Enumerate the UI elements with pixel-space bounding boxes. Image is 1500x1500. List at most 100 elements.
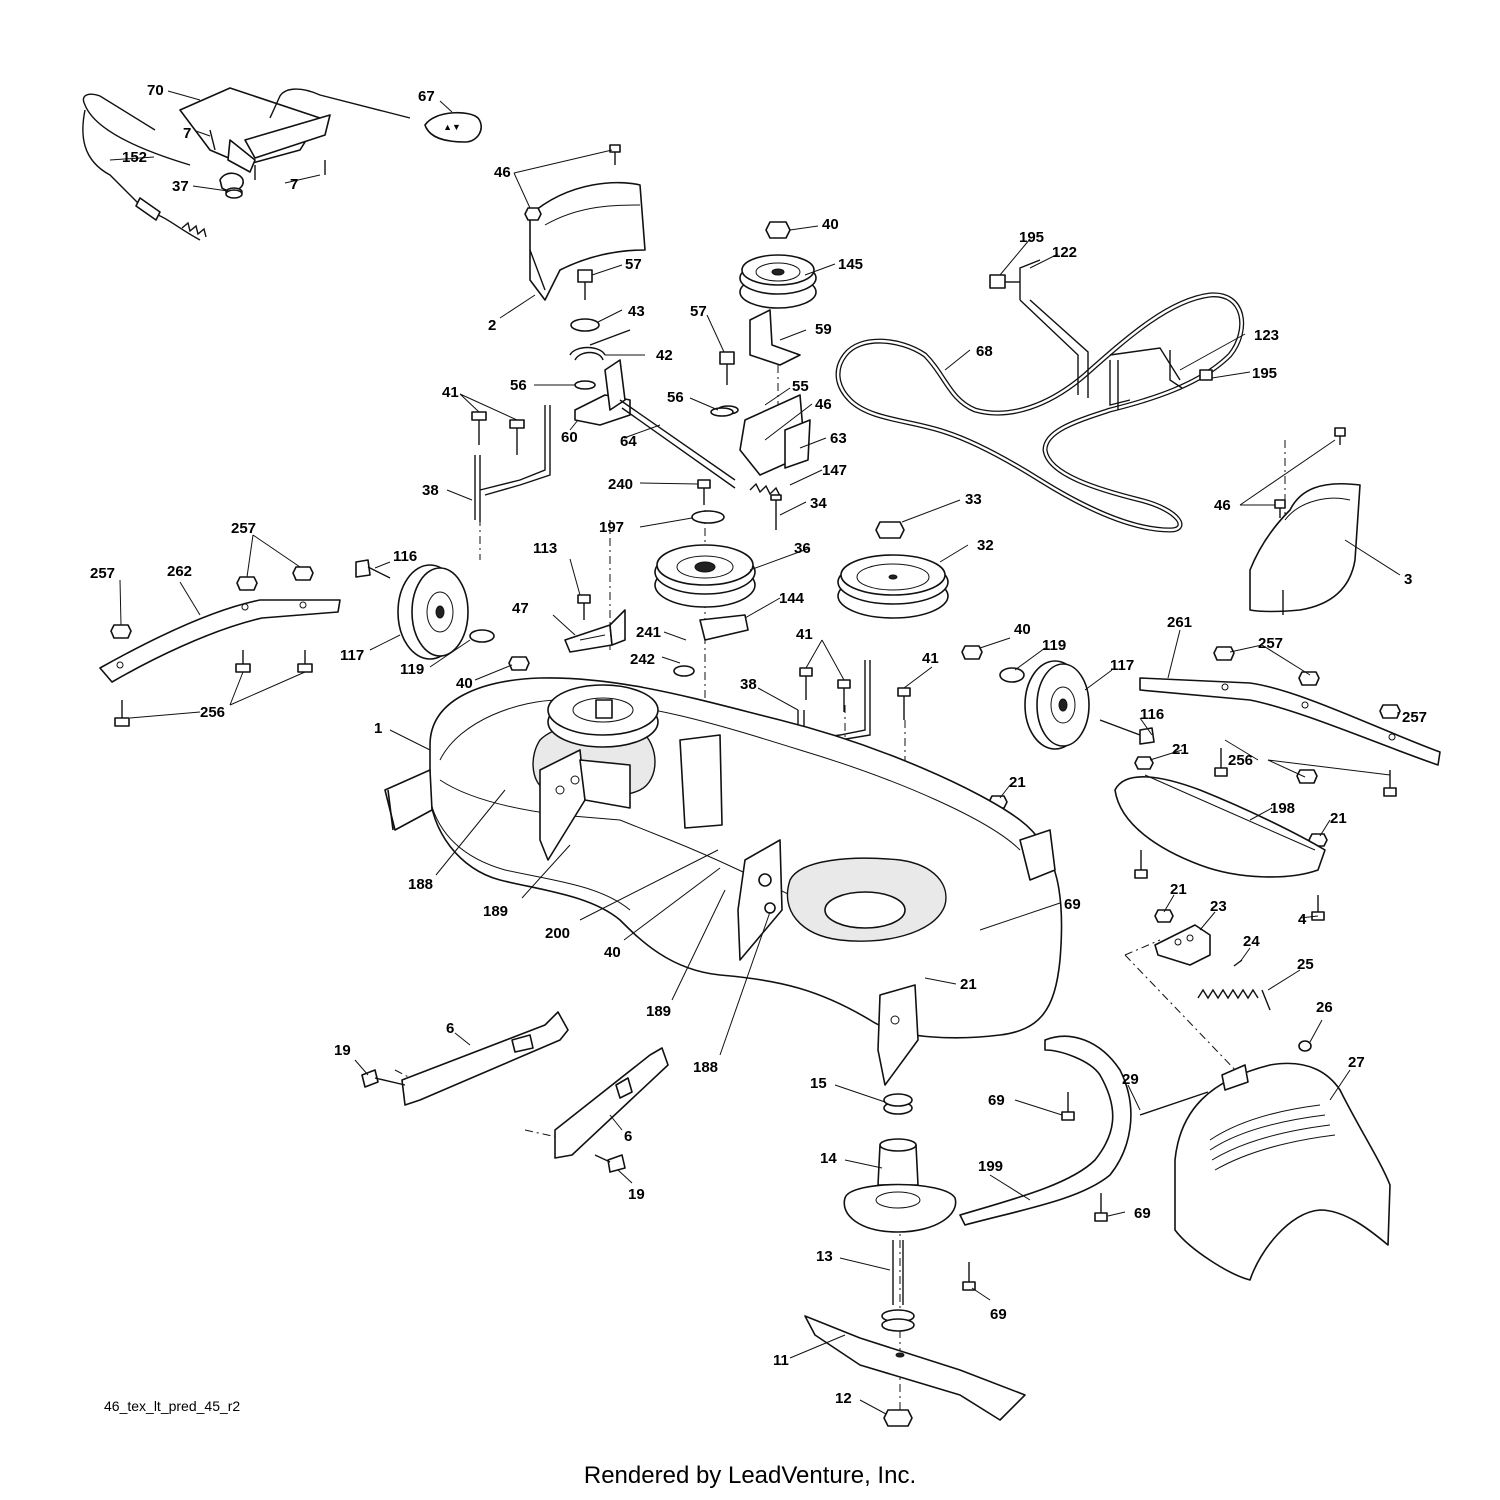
callout-60: 60 [561, 429, 578, 446]
callout-257: 257 [1402, 709, 1427, 726]
belt-cover-left [529, 181, 646, 301]
callout-64: 64 [620, 433, 637, 450]
lift-arm-upper [361, 1011, 569, 1106]
callout-34: 34 [810, 495, 827, 512]
callout-36: 36 [794, 540, 811, 557]
callout-7: 7 [290, 176, 298, 193]
leader-lines [109, 90, 1401, 1415]
callout-55: 55 [792, 378, 809, 395]
spring-25 [1197, 988, 1271, 1011]
lift-cable-assembly [82, 87, 411, 241]
callout-19: 19 [334, 1042, 351, 1059]
stabilizer-bar-262 [99, 599, 341, 683]
callout-24: 24 [1243, 933, 1260, 950]
callout-240: 240 [608, 476, 633, 493]
callout-197: 197 [599, 519, 624, 536]
callout-241: 241 [636, 624, 661, 641]
callout-144: 144 [779, 590, 805, 607]
callout-21: 21 [1170, 881, 1187, 898]
pulley-32 [837, 554, 949, 619]
belt-guides [989, 259, 1213, 410]
callout-3: 3 [1404, 571, 1412, 588]
callout-70: 70 [147, 82, 164, 99]
callout-69: 69 [1134, 1205, 1151, 1222]
callout-27: 27 [1348, 1054, 1365, 1071]
callout-11: 11 [773, 1352, 789, 1369]
callout-116: 116 [393, 548, 417, 565]
callout-69: 69 [988, 1092, 1005, 1109]
callout-56: 56 [510, 377, 527, 394]
callout-195: 195 [1019, 229, 1044, 246]
callout-23: 23 [1210, 898, 1227, 915]
callout-40: 40 [1014, 621, 1031, 638]
callout-257: 257 [90, 565, 115, 582]
gauge-wheel-right [1024, 660, 1155, 750]
callout-21: 21 [1172, 741, 1189, 758]
callout-188: 188 [693, 1059, 718, 1076]
callout-40: 40 [604, 944, 621, 961]
callout-46: 46 [494, 164, 511, 181]
callout-7: 7 [183, 125, 191, 142]
handle-grip: ▲▼ [424, 111, 482, 143]
callout-labels: 70 67 7 152 37 7 46 2 40 145 57 43 42 56… [90, 82, 1427, 1407]
deck-rear-bracket [877, 984, 919, 1086]
callout-21: 21 [1330, 810, 1347, 827]
callout-117: 117 [340, 647, 364, 664]
callout-6: 6 [624, 1128, 632, 1145]
callout-256: 256 [200, 704, 225, 721]
drive-belt [835, 292, 1245, 533]
callout-40: 40 [822, 216, 839, 233]
callout-41: 41 [442, 384, 459, 401]
callout-117: 117 [1110, 657, 1134, 674]
callout-38: 38 [422, 482, 439, 499]
callout-57: 57 [625, 256, 642, 273]
callout-147: 147 [822, 462, 847, 479]
bracket-47 [564, 609, 626, 653]
callout-119: 119 [400, 661, 424, 678]
spindle-assembly [843, 1093, 957, 1332]
callout-242: 242 [630, 651, 655, 668]
callout-6: 6 [446, 1020, 454, 1037]
callout-2: 2 [488, 317, 496, 334]
callout-15: 15 [810, 1075, 827, 1092]
callout-113: 113 [533, 540, 557, 557]
callout-123: 123 [1254, 327, 1279, 344]
stabilizer-bar-261 [1139, 677, 1441, 766]
callout-122: 122 [1052, 244, 1077, 261]
callout-59: 59 [815, 321, 832, 338]
callout-257: 257 [1258, 635, 1283, 652]
deflector-bracket-23 [1154, 924, 1211, 966]
baffle-198 [1114, 774, 1326, 878]
idler-pulley-145 [739, 221, 817, 309]
callout-195: 195 [1252, 365, 1277, 382]
callout-188: 188 [408, 876, 433, 893]
cutting-blade [804, 1315, 1026, 1421]
callout-37: 37 [172, 178, 189, 195]
callout-21: 21 [960, 976, 977, 993]
belt-cover-right [1249, 482, 1361, 615]
callout-43: 43 [628, 303, 645, 320]
callout-41: 41 [796, 626, 813, 643]
callout-67: 67 [418, 88, 435, 105]
callout-57: 57 [690, 303, 707, 320]
callout-29: 29 [1122, 1071, 1139, 1088]
callout-46: 46 [1214, 497, 1231, 514]
callout-119: 119 [1042, 637, 1066, 654]
deck-front-bracket [539, 734, 723, 861]
callout-68: 68 [976, 343, 993, 360]
pulley-36 [654, 544, 756, 641]
svg-text:▲▼: ▲▼ [443, 122, 461, 132]
callout-19: 19 [628, 1186, 645, 1203]
callout-116: 116 [1140, 706, 1164, 723]
blade-nut [883, 1409, 913, 1427]
callout-32: 32 [977, 537, 994, 554]
callout-41: 41 [922, 650, 939, 667]
callout-69: 69 [990, 1306, 1007, 1323]
lift-arm-lower [554, 1047, 669, 1173]
callout-152: 152 [122, 149, 147, 166]
deck-side-bracket-left [737, 839, 783, 961]
callout-199: 199 [978, 1158, 1003, 1175]
callout-200: 200 [545, 925, 570, 942]
callout-4: 4 [1298, 911, 1307, 928]
